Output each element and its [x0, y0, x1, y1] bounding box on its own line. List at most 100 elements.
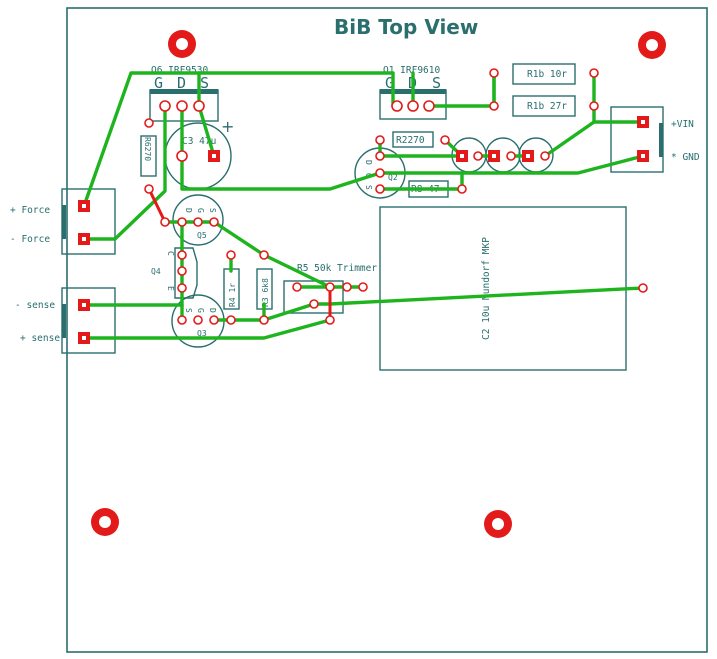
power-connector-latch — [659, 123, 663, 157]
trace — [82, 71, 395, 208]
pad — [375, 135, 385, 145]
pad-square — [208, 150, 220, 162]
q2-pin-d: D — [364, 160, 373, 165]
sense-connector-latch — [62, 304, 66, 338]
pad — [489, 101, 499, 111]
trace — [212, 302, 332, 322]
mounting-hole — [91, 508, 119, 536]
pad — [292, 282, 302, 292]
pad-square — [637, 150, 649, 162]
pad — [342, 282, 352, 292]
pad — [177, 217, 187, 227]
gnd-label: * GND — [671, 152, 700, 163]
pad-square — [78, 233, 90, 245]
pad — [177, 266, 187, 276]
trace — [82, 318, 332, 340]
pad — [325, 315, 335, 325]
pad — [259, 315, 269, 325]
pad — [193, 315, 203, 325]
vin-label: +VIN — [671, 119, 694, 130]
sense-minus-label: - sense — [15, 300, 55, 311]
pad — [209, 217, 219, 227]
mounting-hole — [638, 31, 666, 59]
q5-pin-d: D — [184, 208, 193, 213]
trace — [543, 120, 596, 158]
r1b-bottom-body — [512, 95, 576, 117]
board-outline — [66, 7, 708, 653]
pad-square — [78, 200, 90, 212]
pad-square — [456, 150, 468, 162]
pad — [589, 68, 599, 78]
q3-pin-d: D — [208, 308, 217, 313]
trace — [592, 71, 645, 124]
q2-label: Q2 — [388, 173, 398, 182]
r5-body — [283, 280, 344, 314]
c2-label: C2 10u Mundorf MKP — [481, 237, 492, 340]
pad — [391, 100, 403, 112]
pad — [209, 315, 219, 325]
q5-body — [172, 194, 224, 246]
sense-plus-label: + sense — [20, 333, 60, 344]
pad — [407, 100, 419, 112]
r1b-bottom-label: R1b 27r — [527, 101, 567, 112]
r4-label: R4 1r — [228, 283, 237, 307]
q5-label: Q5 — [197, 231, 207, 240]
q5-pin-s: S — [208, 208, 217, 213]
pad — [325, 282, 335, 292]
q3-pin-s: S — [184, 308, 193, 313]
pad-square — [637, 116, 649, 128]
force-plus-label: + Force — [10, 205, 50, 216]
pad — [423, 100, 435, 112]
pad — [226, 250, 236, 260]
q4-pin-c: C — [166, 251, 175, 256]
q3-label: Q3 — [197, 329, 207, 338]
q6-pin-s: S — [200, 74, 209, 92]
pad — [540, 151, 550, 161]
pad — [160, 217, 170, 227]
pad — [177, 315, 187, 325]
q4-body — [174, 247, 198, 299]
pad-square — [488, 150, 500, 162]
pad — [473, 151, 483, 161]
q1-pin-g: G — [385, 74, 394, 92]
q4-pin-e: E — [166, 286, 175, 291]
pad — [226, 315, 236, 325]
pad — [375, 184, 385, 194]
q3-pin-g: G — [196, 308, 205, 313]
q6-pin-d: D — [177, 74, 186, 92]
c2-body — [379, 206, 627, 371]
pad — [259, 250, 269, 260]
q5-pin-g: G — [196, 208, 205, 213]
mounting-hole — [484, 510, 512, 538]
q6-pin-g: G — [154, 74, 163, 92]
trace — [328, 286, 645, 306]
q1-pin-s: S — [432, 74, 441, 92]
pad-square — [522, 150, 534, 162]
pad — [589, 101, 599, 111]
trace — [197, 104, 216, 158]
q6-tab — [150, 89, 218, 94]
c3-label: C3 47u — [182, 136, 216, 147]
pad — [638, 283, 648, 293]
r6-label: R6270 — [143, 137, 152, 161]
jumper-wire — [147, 187, 167, 224]
pad — [375, 168, 385, 178]
trace — [378, 154, 645, 191]
pad — [176, 100, 188, 112]
mounting-hole — [168, 30, 196, 58]
r5-label: R5 50k Trimmer — [297, 263, 377, 274]
pad — [457, 184, 467, 194]
c3-polarity: + — [221, 117, 234, 136]
pad — [193, 217, 203, 227]
board-title: BiB Top View — [334, 15, 478, 39]
q2-pin-s: S — [364, 185, 373, 190]
r1b-top-body — [512, 63, 576, 85]
pads — [78, 68, 649, 344]
q6-label: Q6 IRF9530 — [151, 65, 208, 76]
q4-label: Q4 — [151, 267, 161, 276]
r6-body — [140, 135, 157, 177]
pad — [506, 151, 516, 161]
trace — [82, 104, 167, 241]
pad — [375, 151, 385, 161]
